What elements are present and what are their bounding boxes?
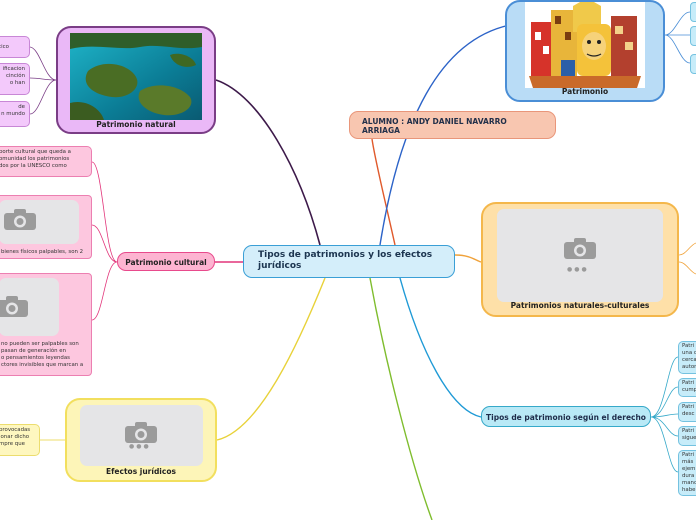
link-green — [369, 277, 433, 520]
central-topic[interactable]: Tipos de patrimonios y los efectos juríd… — [243, 245, 455, 278]
note-text: Patri más ejem dura manc habe — [682, 452, 696, 493]
note-text: no pueden ser palpables son pasan de gen… — [1, 341, 84, 368]
efectos-juridicos-card[interactable]: ●●● Efectos jurídicos — [65, 398, 217, 482]
note-text: de n mundo — [1, 104, 25, 117]
cultural-note-1[interactable]: porte cultural que queda a omunidad los … — [0, 146, 92, 177]
student-name-node[interactable]: ALUMNO : ANDY DANIEL NAVARRO ARRIAGA — [349, 111, 556, 139]
link-natural-notes — [29, 46, 57, 115]
note-text: Patri sigue — [682, 428, 696, 441]
natural-note-1[interactable]: tico — [0, 36, 30, 58]
cultural-note-2[interactable]: bienes físicos palpables, son 2 — [0, 195, 92, 259]
link-derecho-notes — [650, 356, 679, 473]
natural-note-3[interactable]: de n mundo — [0, 101, 30, 127]
camera-icon — [0, 296, 28, 317]
patrimonios-naturales-culturales-label: Patrimonios naturales-culturales — [510, 301, 650, 310]
note-text: Patri desc — [682, 404, 695, 417]
link-natcult-notes — [678, 242, 696, 275]
derecho-note-4[interactable]: Patri sigue — [678, 426, 696, 446]
patrimonio-natural-card[interactable]: Patrimonio natural — [56, 26, 216, 134]
patrimonio-child-2[interactable] — [690, 26, 696, 46]
link-patrimonio — [379, 24, 511, 246]
note-text: Patri una c cerca autor — [682, 343, 696, 370]
natural-note-2[interactable]: ificacion cinción o han — [0, 63, 30, 95]
note-text: porte cultural que queda a omunidad los … — [0, 149, 71, 169]
note-text: ificacion cinción o han — [2, 66, 25, 86]
link-alumno — [371, 138, 396, 246]
note-text: bienes físicos palpables, son 2 — [1, 249, 84, 255]
link-derecho — [399, 277, 482, 418]
link-cultural-notes — [91, 161, 118, 321]
carousel-dots: ●●● — [567, 266, 589, 273]
cultural-figures-image — [525, 2, 645, 88]
patrimonio-child-1[interactable] — [690, 2, 696, 22]
patrimonio-natural-label: Patrimonio natural — [96, 120, 176, 129]
patrimonio-card[interactable]: Patrimonio — [505, 0, 665, 102]
note-text: Patri cump — [682, 380, 696, 393]
derecho-note-3[interactable]: Patri desc — [678, 402, 696, 422]
derecho-note-1[interactable]: Patri una c cerca autor — [678, 341, 696, 374]
note-text: tico — [0, 44, 9, 50]
patrimonio-cultural-node[interactable]: Patrimonio cultural — [117, 252, 215, 271]
camera-icon — [4, 209, 36, 230]
derecho-note-2[interactable]: Patri cump — [678, 378, 696, 397]
derecho-note-5[interactable]: Patri más ejem dura manc habe — [678, 450, 696, 496]
camera-icon — [125, 422, 157, 443]
link-natcult — [454, 254, 482, 263]
lagoon-image — [70, 33, 202, 120]
efectos-juridicos-label: Efectos jurídicos — [106, 467, 176, 476]
patrimonio-child-3[interactable] — [690, 54, 696, 74]
carousel-dots: ●●● — [129, 443, 151, 450]
link-natural — [215, 79, 321, 246]
patrimonio-label: Patrimonio — [561, 87, 609, 96]
patrimonios-naturales-culturales-card[interactable]: ●●● Patrimonios naturales-culturales — [481, 202, 679, 317]
efectos-note[interactable]: provocadas ionar dicho mpre que — [0, 424, 40, 456]
camera-icon — [564, 238, 596, 259]
tipos-derecho-node[interactable]: Tipos de patrimonio según el derecho — [481, 406, 651, 427]
link-patrimonio-notes — [664, 11, 691, 64]
cultural-note-3[interactable]: no pueden ser palpables son pasan de gen… — [0, 273, 92, 376]
note-text: provocadas ionar dicho mpre que — [0, 427, 31, 447]
link-efectos — [216, 277, 326, 441]
